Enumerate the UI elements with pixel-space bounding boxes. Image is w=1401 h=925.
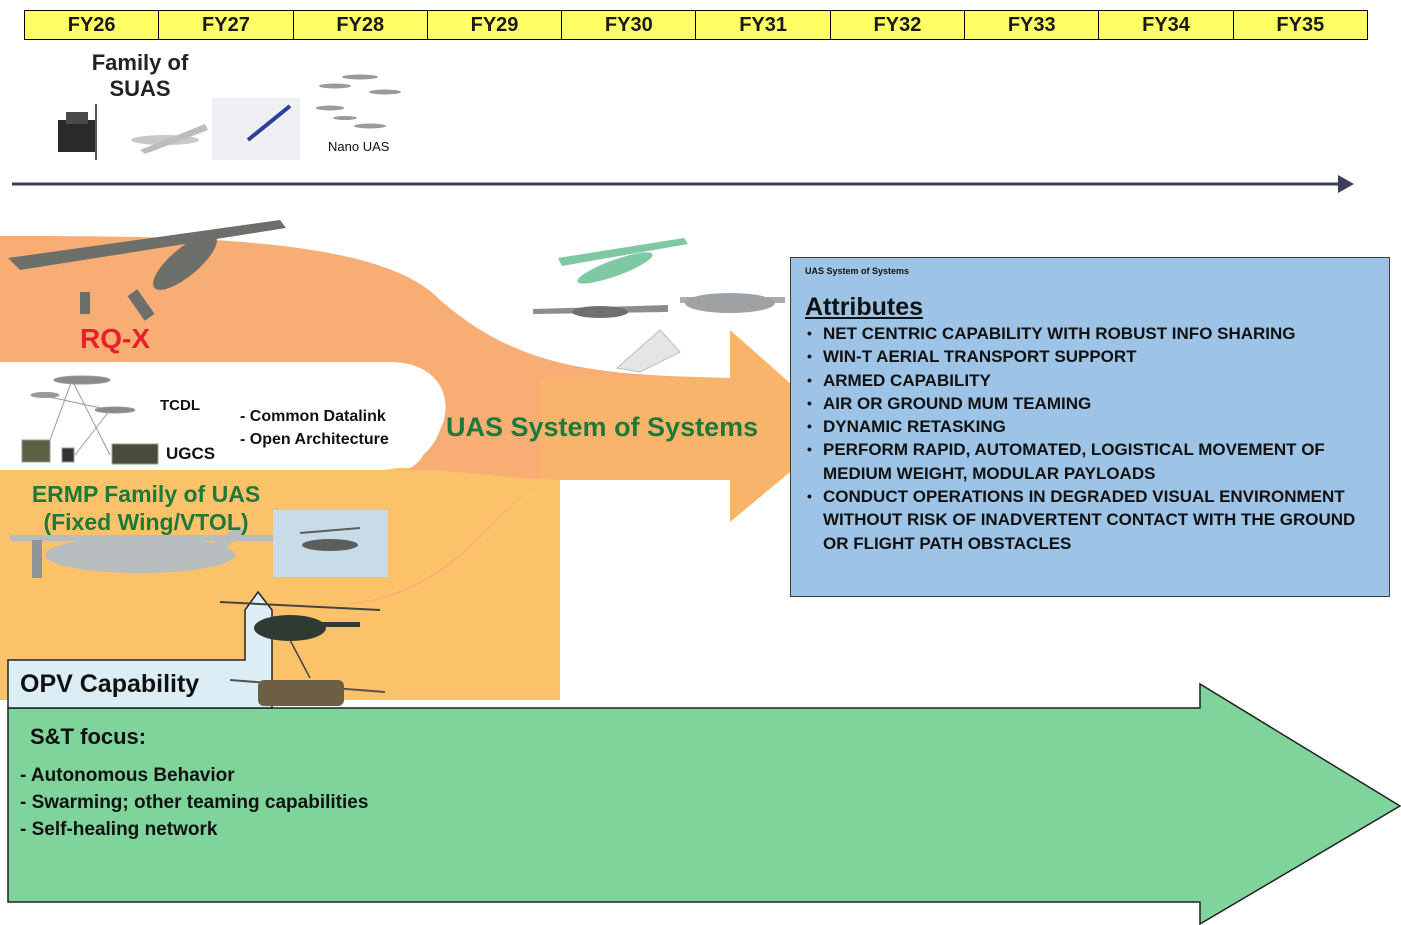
sos-aircraft-cluster-icon — [533, 238, 785, 373]
fiscal-year-cell: FY27 — [158, 10, 293, 40]
st-green-arrow — [7, 682, 1401, 925]
attribute-item: WIN-T AERIAL TRANSPORT SUPPORT — [805, 345, 1375, 369]
rqx-label: RQ-X — [80, 323, 150, 354]
nano-uas-label: Nano UAS — [328, 139, 390, 154]
attribute-item: AIR OR GROUND MUM TEAMING — [805, 392, 1375, 416]
fiscal-year-cell: FY26 — [24, 10, 159, 40]
suas-raven-icon — [131, 124, 208, 154]
datalink-network-icon — [21, 375, 159, 465]
st-item: - Swarming; other teaming capabilities — [20, 792, 369, 813]
ugcs-label: UGCS — [166, 444, 216, 463]
sos-arrow — [540, 330, 842, 522]
opv-tab — [7, 590, 273, 709]
fiscal-year-cell: FY32 — [829, 10, 965, 40]
attribute-item: NET CENTRIC CAPABILITY WITH ROBUST INFO … — [805, 322, 1375, 346]
datalink-gap — [0, 362, 446, 470]
fiscal-year-cell: FY35 — [1232, 10, 1368, 40]
fiscal-year-cell: FY29 — [426, 10, 562, 40]
datalink-bullet: - Open Architecture — [240, 431, 389, 448]
sos-label: UAS System of Systems — [446, 412, 759, 442]
timeline-arrow-head — [1338, 175, 1354, 193]
attributes-box: UAS System of Systems Attributes NET CEN… — [790, 257, 1390, 597]
attribute-item: PERFORM RAPID, AUTOMATED, LOGISTICAL MOV… — [805, 438, 1375, 485]
helicopter-chinook-icon — [229, 679, 386, 706]
st-list: - Autonomous Behavior - Swarming; other … — [20, 762, 368, 843]
fiscal-year-cell: FY33 — [964, 10, 1099, 40]
fiscal-year-cell: FY31 — [695, 10, 830, 40]
suas-title: Family of SUAS — [91, 50, 189, 101]
rqx-aircraft-icon — [8, 220, 286, 321]
nano-uas-swarm-icon — [316, 74, 401, 129]
st-item: - Autonomous Behavior — [20, 765, 235, 786]
fiscal-year-cell: FY34 — [1098, 10, 1233, 40]
datalink-bullet: - Common Datalink — [240, 408, 386, 425]
st-item: - Self-healing network — [20, 819, 218, 840]
suas-ground-station-icon — [58, 104, 97, 160]
ermp-label: ERMP Family of UAS (Fixed Wing/VTOL) — [31, 481, 261, 535]
attributes-list: NET CENTRIC CAPABILITY WITH ROBUST INFO … — [805, 322, 1375, 555]
attribute-item: ARMED CAPABILITY — [805, 369, 1375, 393]
fiscal-year-cell: FY30 — [561, 10, 696, 40]
attributes-title: Attributes — [805, 293, 924, 321]
datalink-bullets: - Common Datalink - Open Architecture — [240, 405, 389, 451]
attribute-item: DYNAMIC RETASKING — [805, 415, 1375, 439]
fiscal-year-cell: FY28 — [292, 10, 427, 40]
ermp-grey-eagle-icon — [10, 525, 295, 578]
tcdl-label: TCDL — [160, 397, 200, 414]
attributes-header: UAS System of Systems — [805, 266, 910, 276]
helicopter-blackhawk-icon — [219, 601, 381, 641]
attribute-item: CONDUCT OPERATIONS IN DEGRADED VISUAL EN… — [805, 485, 1375, 555]
st-title: S&T focus: — [30, 724, 147, 749]
opv-label: OPV Capability — [20, 670, 200, 698]
